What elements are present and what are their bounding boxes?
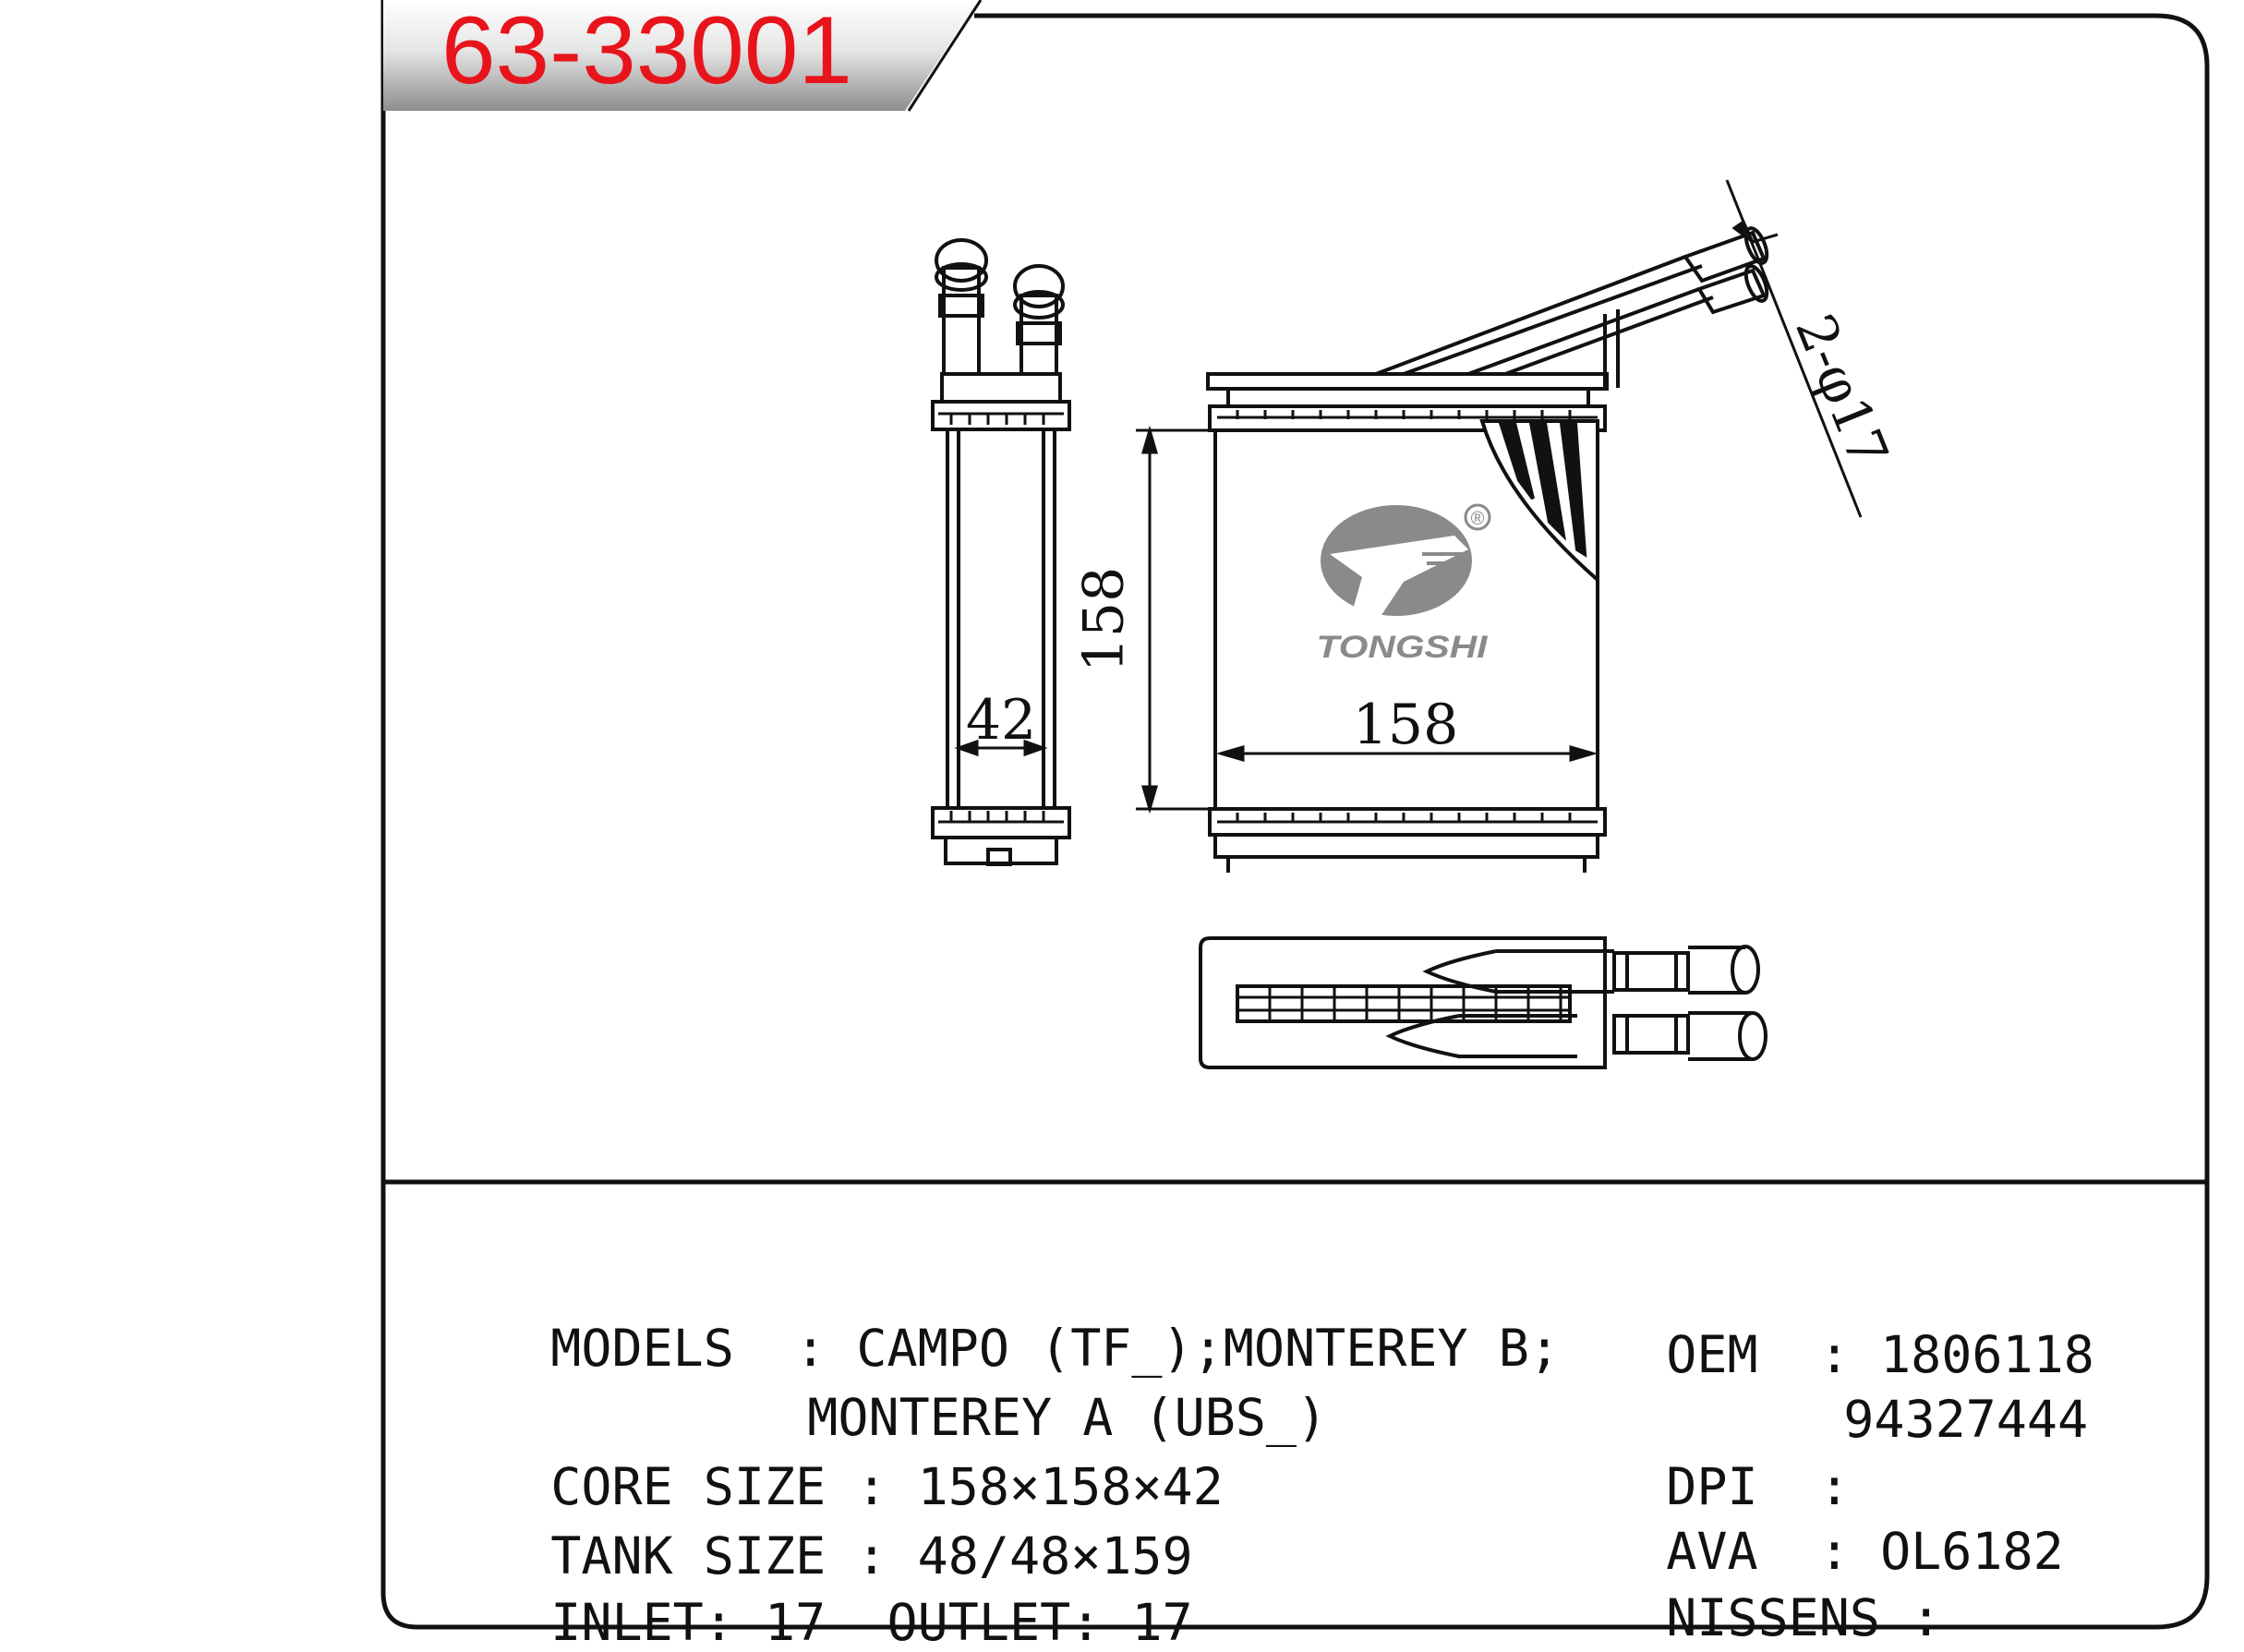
brand-name: TONGSHI [1317, 630, 1490, 665]
models-line1: CAMPO (TF_);MONTEREY B; [856, 1319, 1561, 1378]
depth-label: 42 [966, 688, 1036, 753]
depth-dimension [954, 739, 1048, 757]
width-label: 158 [1353, 693, 1459, 757]
top-view-body [1199, 936, 1607, 1069]
oem-value-1: 1806118 [1880, 1325, 2094, 1384]
models-separator: : [795, 1319, 826, 1378]
sheet-frame [380, 0, 2210, 1630]
nissens-label: NISSENS [1666, 1588, 1881, 1647]
top-view [1199, 936, 1767, 1069]
oem-label: OEM [1666, 1325, 1758, 1384]
tank-size-label: TANK SIZE [550, 1526, 826, 1586]
outlet-value: 17 [1131, 1593, 1193, 1652]
tank-size-value: 48/48×159 [917, 1526, 1193, 1586]
inlet-value: 17 [765, 1593, 826, 1652]
inlet-label: INLET: [550, 1593, 734, 1652]
ava-value: OL6182 [1880, 1522, 2064, 1581]
side-view [931, 238, 1071, 866]
ava-row: AVA : OL6182 [1605, 1476, 2064, 1577]
nissens-row: NISSENS : [1605, 1542, 1972, 1644]
pipe-label: 2-φ17 [1783, 306, 1900, 476]
tongshi-logo [1321, 503, 1491, 623]
side-pipe-left [942, 266, 981, 376]
front-view [1206, 226, 1769, 873]
dpi-separator: : [1818, 1457, 1850, 1516]
tank-size-separator: : [856, 1526, 887, 1586]
core-size-label: CORE SIZE [550, 1457, 826, 1516]
part-number: 63-33001 [441, 0, 852, 104]
oem-separator: : [1818, 1325, 1850, 1384]
outlet-label: OUTLET: [887, 1593, 1102, 1652]
ava-separator: : [1818, 1522, 1850, 1581]
pipe-dimension [1725, 179, 1863, 518]
registered-mark: ® [1471, 509, 1485, 529]
core-size-value: 158×158×42 [917, 1457, 1224, 1516]
models-label: MODELS [550, 1319, 734, 1378]
title-banner-edge [907, 0, 983, 112]
inlet-outlet-row: INLET: 17 OUTLET: 17 [489, 1547, 1192, 1648]
tank-size-row: TANK SIZE : 48/48×159 [489, 1480, 1192, 1582]
dpi-label: DPI [1666, 1457, 1758, 1516]
ava-label: AVA [1666, 1522, 1758, 1581]
dpi-row: DPI : [1605, 1411, 1880, 1513]
oem-value-2: 94327444 [1843, 1390, 2089, 1449]
models-line2-row: MONTEREY A (UBS_) [746, 1342, 1327, 1443]
oem-row-2: 94327444 [1782, 1344, 2088, 1445]
models-line2: MONTEREY A (UBS_) [807, 1388, 1328, 1447]
core-size-row: CORE SIZE : 158×158×42 [489, 1411, 1224, 1513]
width-dimension [1215, 745, 1599, 762]
core-size-separator: : [856, 1457, 887, 1516]
side-top-tank [931, 400, 1071, 431]
height-dimension [1136, 425, 1212, 814]
nissens-separator: : [1911, 1588, 1942, 1647]
models-row: MODELS : CAMPO (TF_);MONTEREY B; [489, 1272, 1560, 1374]
height-label: 158 [1072, 567, 1137, 673]
title-banner [383, 0, 979, 111]
oem-row: OEM : 1806118 [1605, 1279, 2094, 1381]
